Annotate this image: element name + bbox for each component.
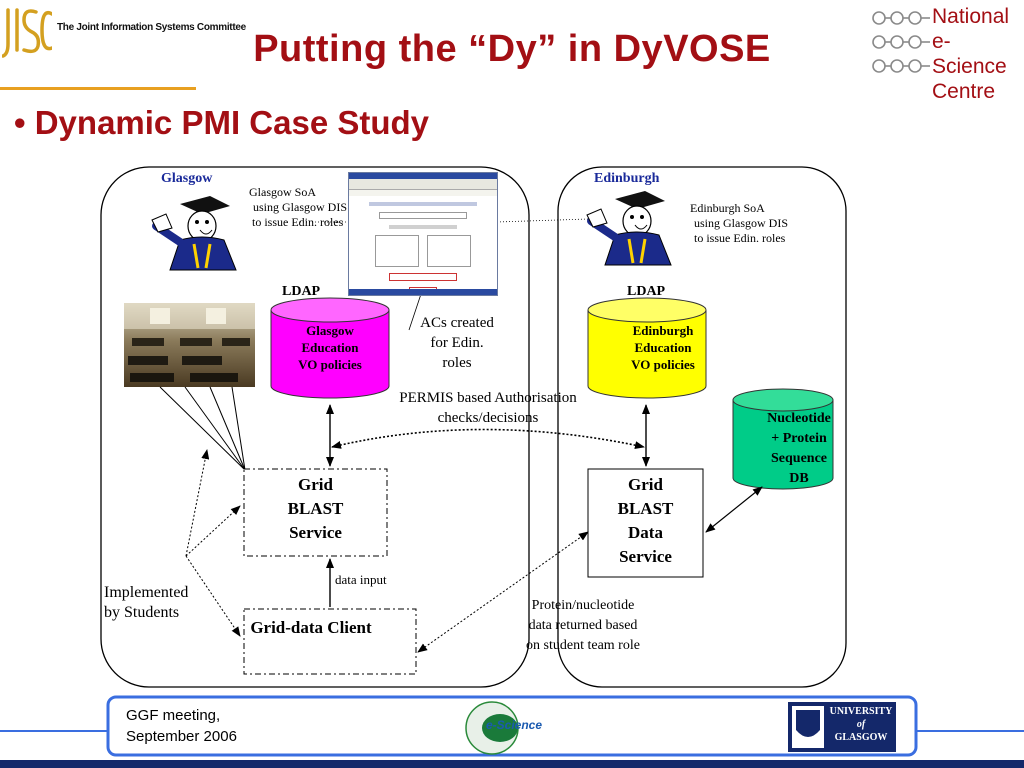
edinburgh-db-line-1: Edinburgh (632, 323, 694, 338)
nucleotide-db-label: Nucleotide + Protein Sequence DB (743, 409, 855, 489)
footer-meeting-line-1: GGF meeting, (126, 707, 221, 724)
implemented-line-2: by Students (104, 604, 180, 621)
glasgow-title: Glasgow (161, 171, 213, 186)
gbds-line-2: BLAST (617, 499, 674, 518)
bottom-bar (0, 760, 1024, 768)
data-returned-note: Protein/nucleotide data returned based o… (505, 596, 661, 656)
glasgow-db-line-2: Education (301, 340, 359, 355)
bullet-heading: • Dynamic PMI Case Study (14, 104, 430, 141)
edinburgh-db-line-2: Education (634, 340, 692, 355)
nesc-logo-text: National e-Science Centre (932, 4, 1024, 104)
nesc-line-3: Centre (932, 80, 996, 103)
edinburgh-soa-line-2: using Glasgow DIS (694, 216, 789, 230)
classroom-photo (124, 303, 255, 387)
glasgow-ldap-db (270, 297, 390, 399)
grid-blast-data-service-label: Grid BLAST Data Service (588, 473, 703, 569)
grid-blast-service-box (243, 468, 388, 557)
glasgow-db-line-3: VO policies (298, 357, 362, 372)
grid-data-client-box (243, 608, 417, 675)
dis-screenshot (348, 172, 498, 296)
glasgow-soa-line-1: Glasgow SoA (249, 185, 317, 199)
acs-created-note: ACs created for Edin. roles (407, 313, 507, 373)
acs-line-1: ACs created (420, 315, 494, 331)
permis-line-1: PERMIS based Authorisation (399, 390, 577, 406)
implemented-by-students-note: Implemented by Students (104, 583, 188, 623)
returned-line-2: data returned based (528, 618, 638, 633)
e-science-logo (465, 701, 519, 755)
nesc-line-1: National (932, 5, 1010, 28)
gbs-line-2: BLAST (287, 499, 344, 518)
returned-line-3: on student team role (526, 638, 640, 653)
glasgow-ldap-label: LDAP (282, 284, 321, 299)
gbds-line-4: Service (619, 547, 672, 566)
edinburgh-db-label: Edinburgh Education VO policies (612, 322, 714, 373)
uog-line-3: GLASGOW (834, 732, 888, 743)
glasgow-professor-figure (151, 196, 237, 271)
returned-line-1: Protein/nucleotide (531, 598, 635, 613)
jisc-logo (2, 8, 52, 58)
permis-line-2: checks/decisions (437, 410, 539, 426)
permis-note: PERMIS based Authorisation checks/decisi… (380, 388, 596, 428)
edinburgh-professor-figure (586, 191, 672, 266)
nucleotide-line-1: Nucleotide (767, 411, 831, 426)
edinburgh-ldap-label: LDAP (627, 284, 666, 299)
uog-logo-text: UNIVERSITY of GLASGOW (827, 705, 895, 744)
glasgow-soa-note: Glasgow SoA using Glasgow DIS to issue E… (249, 185, 347, 230)
nesc-line-2: e-Science (932, 30, 1007, 78)
nucleotide-db (732, 388, 834, 490)
nucleotide-line-2: + Protein (771, 431, 827, 446)
edinburgh-ldap-db (587, 297, 707, 399)
glasgow-soa-line-3: to issue Edin. roles (252, 215, 344, 229)
grid-blast-service-label: Grid BLAST Service (244, 473, 387, 545)
header-divider (0, 87, 196, 90)
uog-line-1: UNIVERSITY (829, 706, 893, 717)
footer-meeting-line-2: September 2006 (126, 728, 237, 745)
nucleotide-line-3: Sequence (771, 451, 827, 466)
edinburgh-soa-line-1: Edinburgh SoA (690, 201, 765, 215)
data-input-label: data input (335, 572, 387, 587)
edinburgh-db-line-3: VO policies (631, 357, 695, 372)
footer-meeting: GGF meeting, September 2006 (126, 705, 237, 747)
glasgow-db-line-1: Glasgow (306, 323, 354, 338)
edinburgh-title: Edinburgh (594, 171, 660, 186)
acs-line-3: roles (442, 355, 472, 371)
gbs-line-1: Grid (298, 475, 333, 494)
glasgow-region (100, 166, 530, 688)
grid-blast-data-service-box (587, 468, 704, 578)
acs-line-2: for Edin. (430, 335, 484, 351)
grid-data-client-label: Grid-data Client (250, 618, 372, 637)
gbs-line-3: Service (289, 523, 342, 542)
page-title: Putting the “Dy” in DyVOSE (253, 28, 771, 70)
glasgow-soa-line-2: using Glasgow DIS (253, 200, 348, 214)
implemented-line-1: Implemented (104, 584, 189, 601)
nucleotide-line-4: DB (789, 471, 809, 486)
glasgow-db-label: Glasgow Education VO policies (279, 322, 381, 373)
edinburgh-soa-line-3: to issue Edin. roles (694, 231, 786, 245)
uog-line-2: of (856, 719, 866, 730)
nesc-logo-rings (872, 11, 930, 73)
gbds-line-1: Grid (628, 475, 663, 494)
e-science-logo-text: e-Science (486, 718, 543, 732)
gbds-line-3: Data (628, 523, 663, 542)
jisc-caption: The Joint Information Systems Committee (57, 22, 246, 33)
edinburgh-region (557, 166, 847, 688)
edinburgh-soa-note: Edinburgh SoA using Glasgow DIS to issue… (690, 201, 788, 246)
